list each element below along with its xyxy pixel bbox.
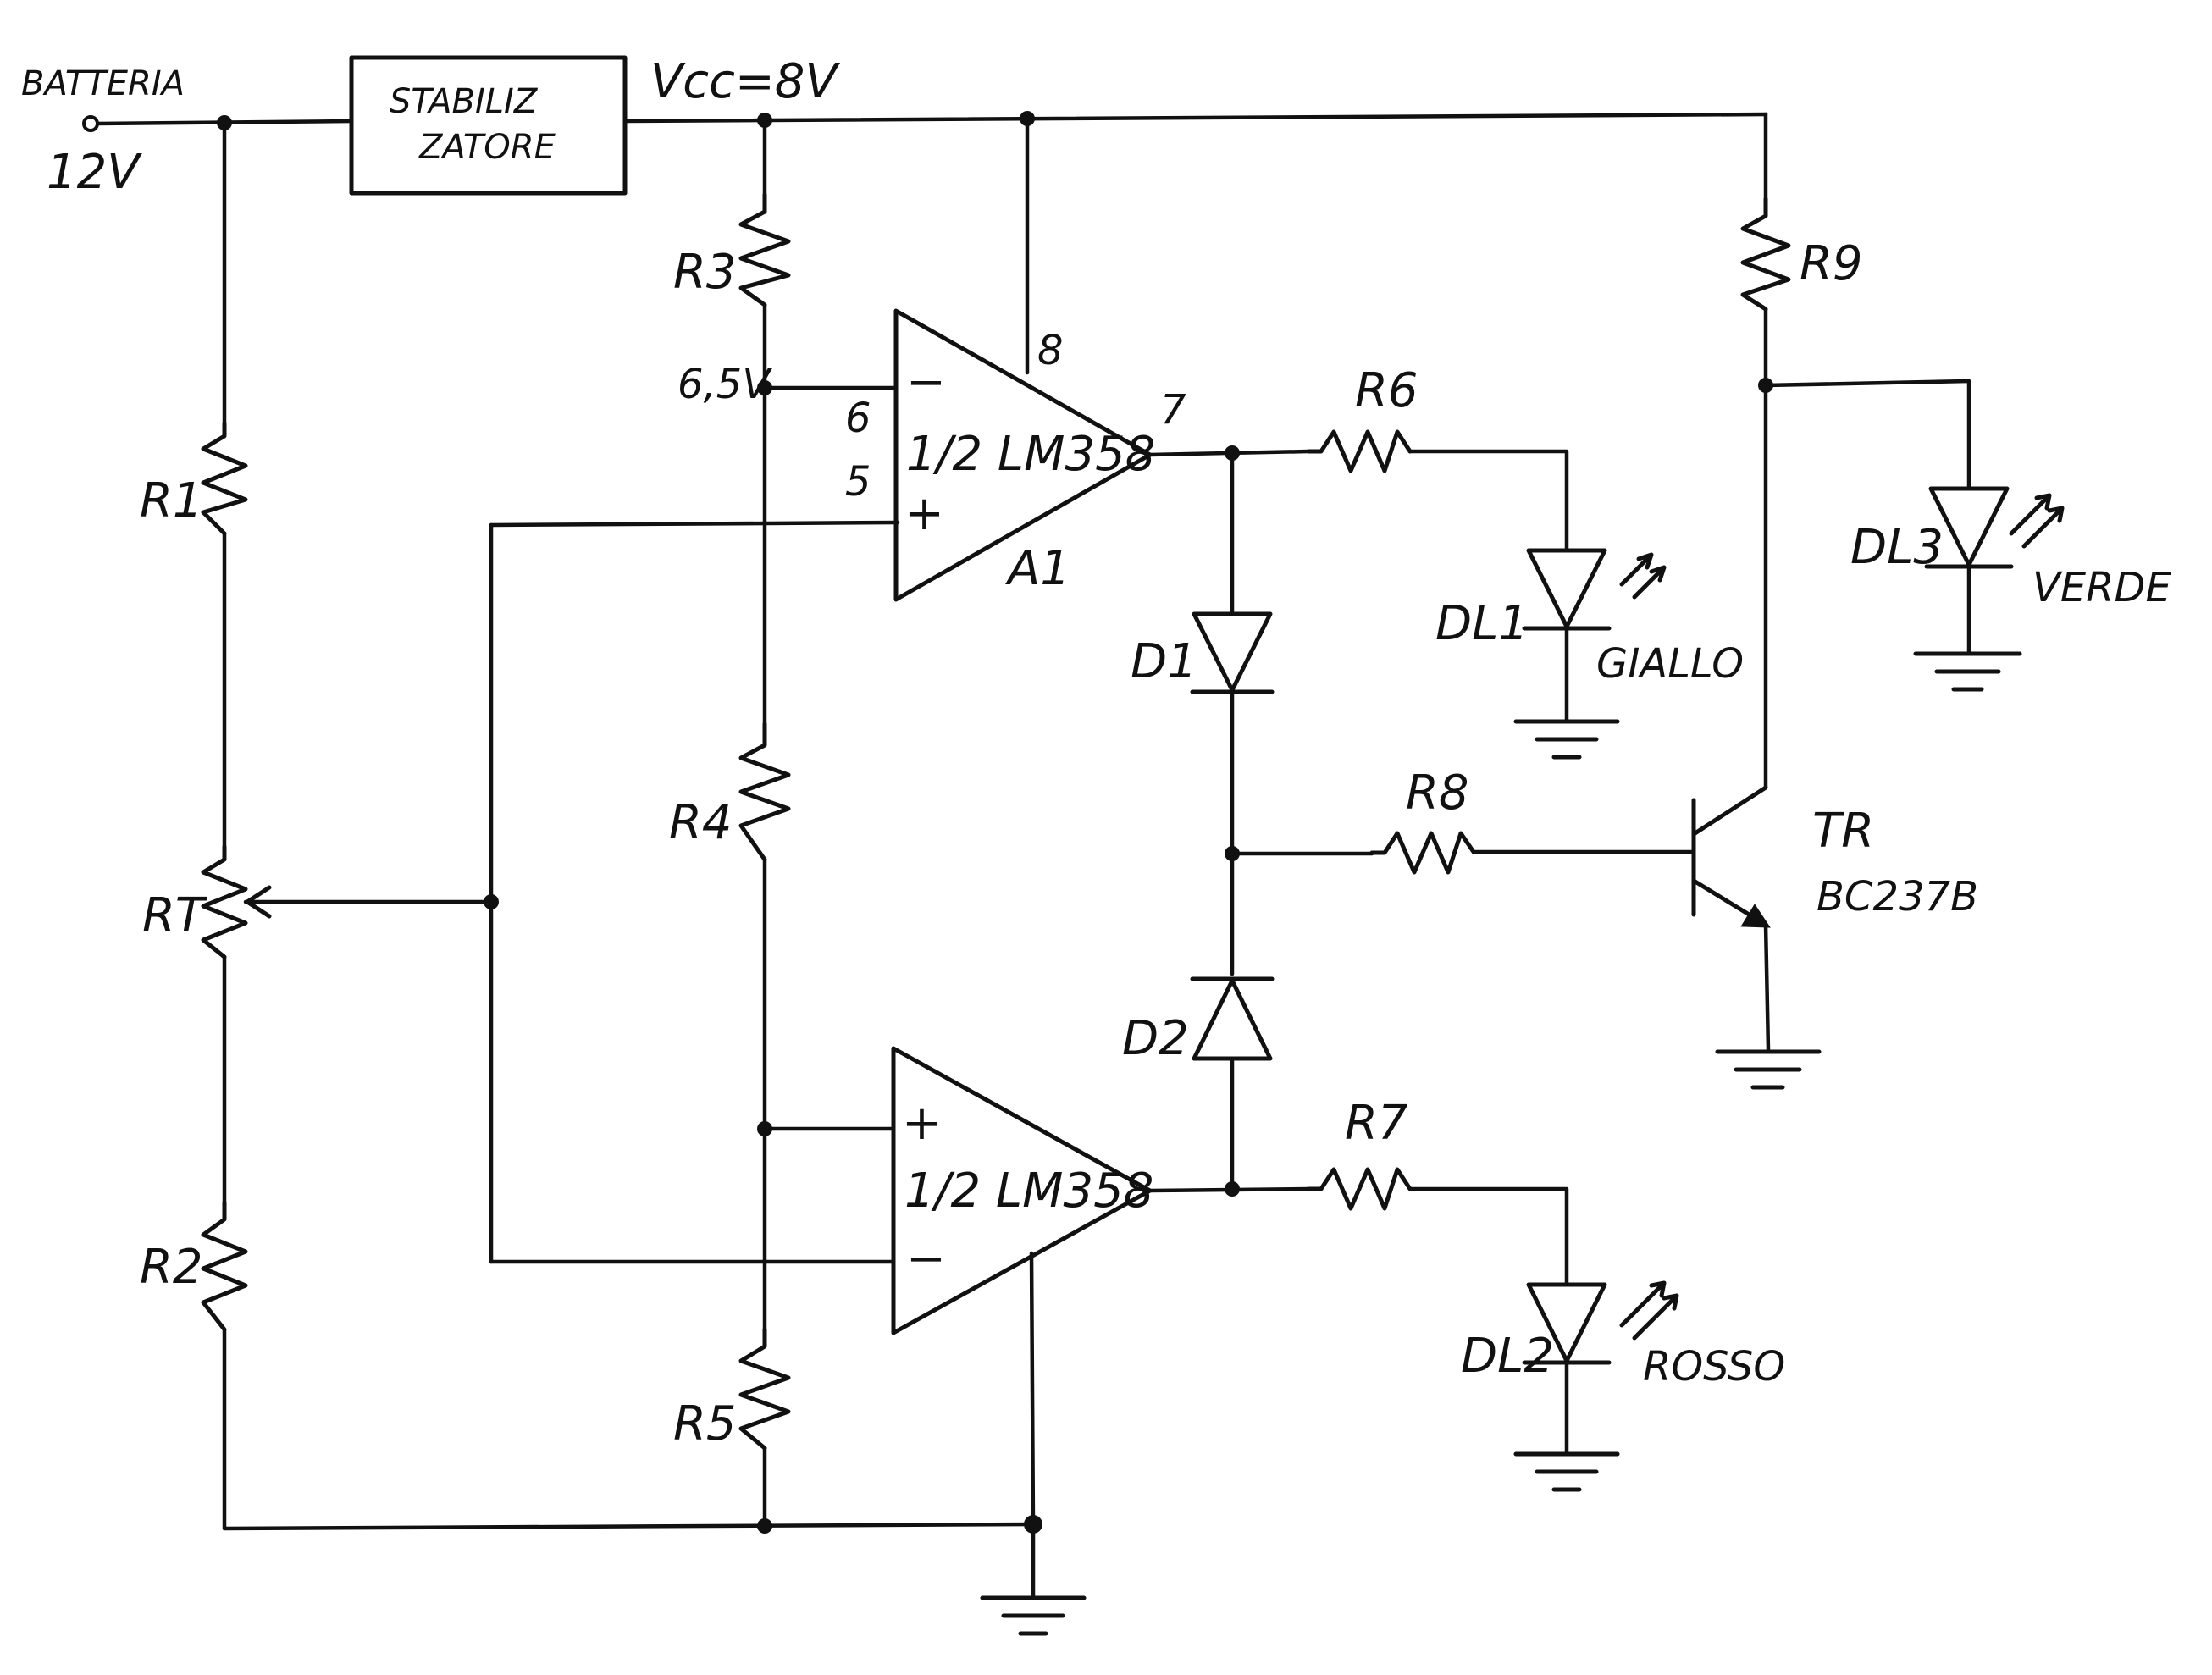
yellow-label: GIALLO — [1596, 640, 1744, 688]
junction-wiper — [484, 894, 499, 909]
led-dl2 — [1526, 1282, 1607, 1363]
junction-battery — [217, 115, 232, 130]
battery-voltage-label: 12V — [47, 145, 142, 200]
ground-dl3-icon — [1913, 651, 2022, 692]
resistor-r2 — [201, 1200, 248, 1332]
r3-label: R3 — [673, 245, 737, 300]
vcc-label: Vcc=8V — [650, 54, 840, 109]
r8-label: R8 — [1406, 766, 1469, 821]
junction-main-gnd — [1024, 1515, 1042, 1534]
rt-wiper-arrow — [245, 885, 272, 919]
wire-node-dl3 — [1763, 379, 1971, 489]
r2-label: R2 — [140, 1240, 203, 1295]
rt-label: RT — [142, 888, 207, 943]
resistor-r4 — [738, 721, 791, 862]
junction-r5-gnd — [757, 1518, 772, 1534]
a1-plus-sign: + — [904, 486, 944, 541]
diode-d1 — [1192, 611, 1273, 693]
transistor-model-label: BC237B — [1817, 873, 1978, 920]
a2-minus-sign: − — [906, 1231, 946, 1286]
resistor-r5 — [738, 1327, 791, 1451]
ground-dl1-icon — [1513, 719, 1620, 760]
junction-out1 — [1225, 445, 1240, 461]
opamp-a1-name: A1 — [1005, 541, 1070, 596]
node-voltage-label: 6,5V — [677, 361, 772, 408]
regulator-label-1: STABILIZ — [390, 82, 539, 121]
junction-pin8 — [1020, 111, 1035, 126]
battery-terminal — [82, 115, 99, 132]
dl1-label: DL1 — [1435, 596, 1529, 651]
r1-label: R1 — [140, 473, 203, 528]
transistor-label: TR — [1812, 804, 1874, 859]
junction-65v — [757, 380, 772, 395]
r7-label: R7 — [1345, 1096, 1408, 1151]
junction-vcc — [757, 113, 772, 128]
junction-bottom-plus — [757, 1121, 772, 1136]
led-dl3 — [1928, 486, 2010, 567]
diode-d2 — [1192, 978, 1273, 1061]
opamp-a2 — [891, 1046, 1153, 1335]
resistor-rt — [201, 844, 248, 959]
pin8-label: 8 — [1037, 327, 1064, 374]
wire-bottom-amp-gnd — [1029, 1251, 1036, 1599]
pin7-label: 7 — [1160, 386, 1186, 434]
battery-label: BATTERIA — [21, 64, 185, 103]
resistor-r1 — [201, 421, 248, 536]
pin5-label: 5 — [845, 458, 871, 506]
resistor-r8 — [1369, 831, 1476, 875]
led-dl1 — [1526, 548, 1607, 629]
junction-out2 — [1225, 1181, 1240, 1197]
dl2-label: DL2 — [1461, 1329, 1554, 1384]
wire-r6-dl1 — [1407, 449, 1569, 553]
r5-label: R5 — [673, 1396, 737, 1451]
led-dl3-light-icon — [2009, 493, 2065, 549]
opamp-a1-label: 1/2 LM358 — [906, 427, 1155, 482]
wire-r7-dl2 — [1407, 1186, 1569, 1285]
regulator-box — [349, 55, 628, 196]
led-dl2-light-icon — [1619, 1280, 1679, 1341]
r6-label: R6 — [1355, 363, 1418, 418]
resistor-r7 — [1306, 1167, 1413, 1211]
pin6-label: 6 — [845, 395, 871, 442]
a2-plus-sign: + — [902, 1096, 942, 1151]
a1-minus-sign: − — [906, 355, 946, 410]
d1-label: D1 — [1131, 634, 1197, 689]
d2-label: D2 — [1122, 1011, 1189, 1066]
green-label: VERDE — [2032, 564, 2171, 611]
transistor-collector — [1691, 785, 1768, 837]
wire-r2-bottom — [222, 1327, 1036, 1531]
wire-vcc-rail — [622, 112, 1768, 124]
led-dl1-light-icon — [1619, 552, 1667, 600]
resistor-r9 — [1740, 196, 1791, 312]
r9-label: R9 — [1800, 236, 1863, 291]
wire-emitter-gnd — [1763, 922, 1771, 1053]
opamp-a2-label: 1/2 LM358 — [904, 1164, 1153, 1219]
ground-transistor-icon — [1715, 1049, 1822, 1090]
wire-to-top-plus — [489, 520, 900, 528]
regulator-label-2: ZATORE — [418, 128, 556, 167]
resistor-r6 — [1306, 429, 1413, 473]
red-label: ROSSO — [1643, 1343, 1785, 1390]
junction-r9 — [1758, 378, 1773, 393]
ground-dl2-icon — [1513, 1451, 1620, 1492]
junction-base — [1225, 846, 1240, 861]
transistor-emitter-arrow — [1740, 904, 1771, 928]
dl3-label: DL3 — [1850, 520, 1944, 575]
r4-label: R4 — [669, 795, 733, 850]
ground-main-icon — [980, 1595, 1087, 1636]
opamp-a1 — [893, 308, 1153, 602]
resistor-r3 — [738, 192, 791, 307]
